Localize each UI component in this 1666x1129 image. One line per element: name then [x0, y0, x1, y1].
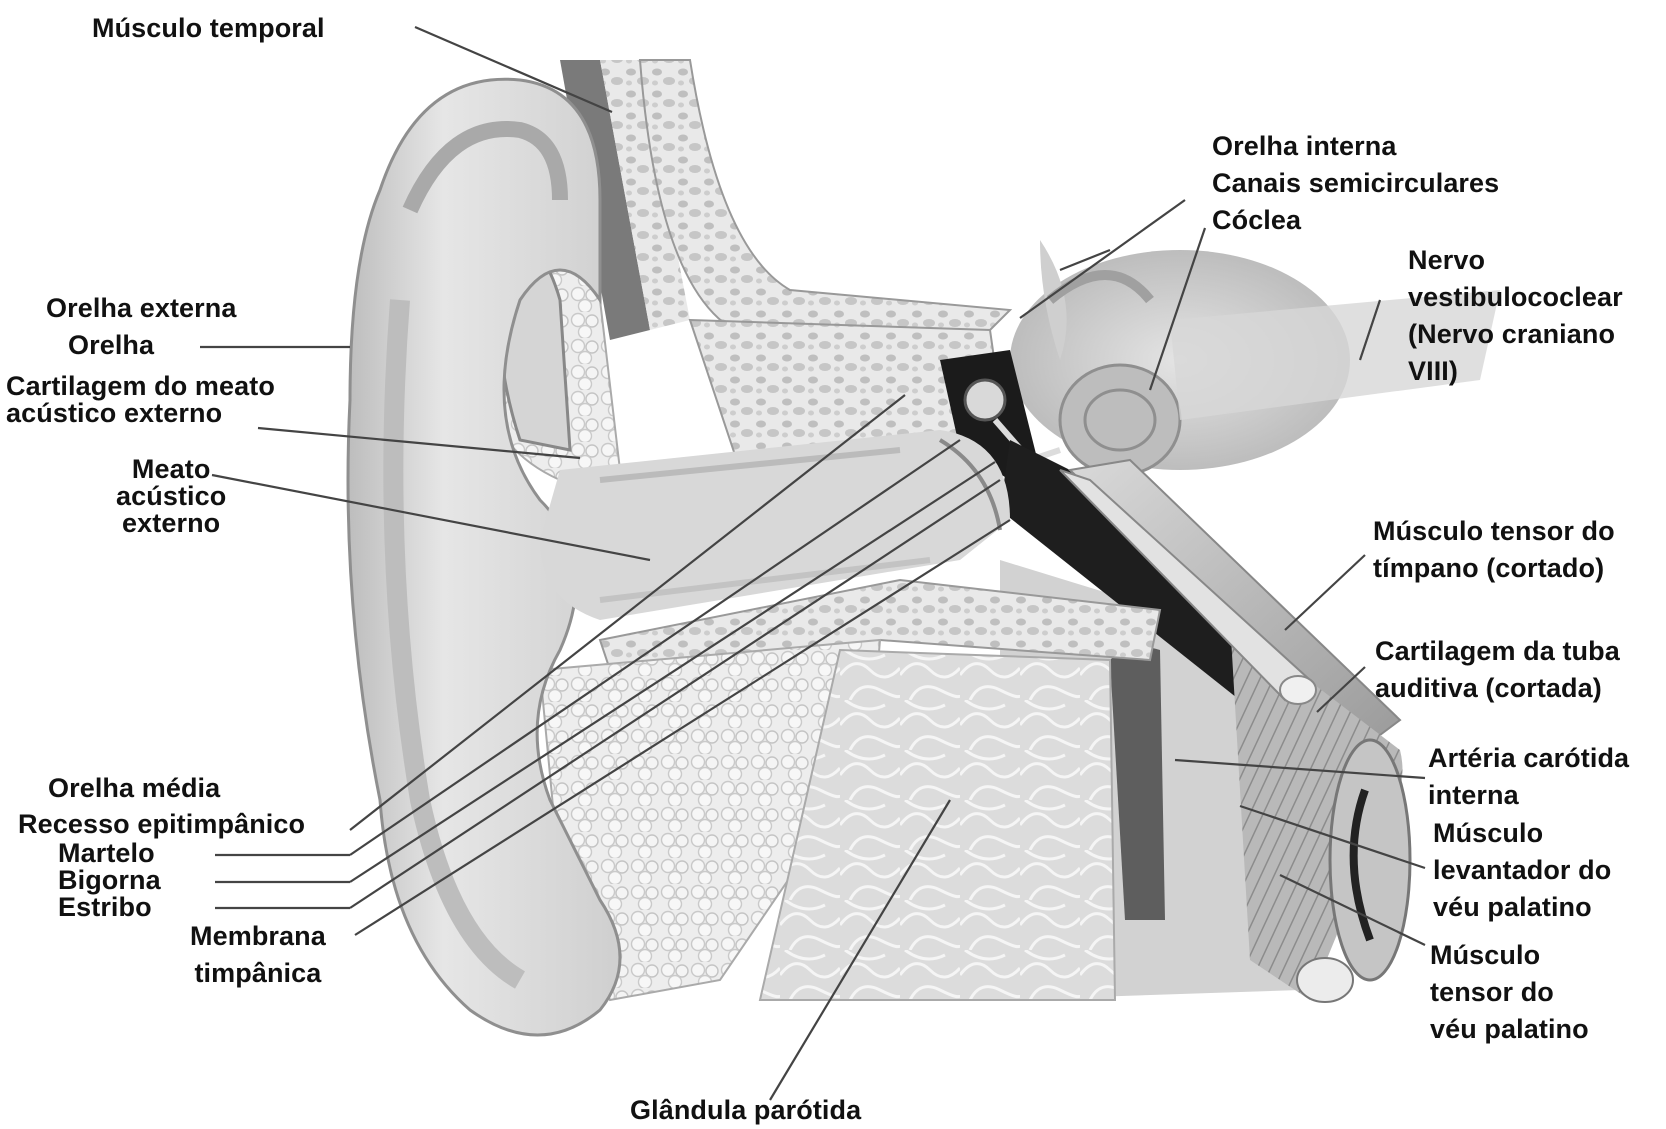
label-canais-semicirculares: Canais semicirculares: [1212, 168, 1500, 198]
label-bigorna: Bigorna: [58, 865, 161, 895]
label-recesso-epitimpanico: Recesso epitimpânico: [18, 809, 306, 839]
label-martelo: Martelo: [58, 838, 155, 868]
label-tensor-timpano: Músculo tensor do tímpano (cortado): [1373, 516, 1615, 583]
label-coclea: Cóclea: [1212, 205, 1302, 235]
label-cartilagem-tuba: Cartilagem da tuba auditiva (cortada): [1375, 636, 1620, 703]
label-estribo: Estribo: [58, 892, 152, 922]
label-orelha-media: Orelha média: [48, 773, 221, 803]
label-meato-acustico: Meato acústico externo: [116, 454, 227, 538]
label-orelha-externa: Orelha externa: [46, 293, 237, 323]
label-membrana-timpanica: Membrana timpânica: [190, 921, 326, 988]
label-levantador-veu: Músculo levantador do véu palatino: [1433, 818, 1612, 922]
label-arteria-carotida: Artéria carótida interna: [1428, 743, 1630, 810]
label-orelha: Orelha: [68, 330, 155, 360]
label-tensor-veu: Músculo tensor do véu palatino: [1430, 940, 1589, 1044]
label-nervo-vestibulococlear: Nervo vestibulococlear (Nervo craniano V…: [1408, 245, 1623, 386]
leader-lines: [200, 25, 1426, 1101]
label-glandula-parotida: Glândula parótida: [630, 1095, 862, 1125]
label-orelha-interna: Orelha interna: [1212, 131, 1397, 161]
label-musculo-temporal: Músculo temporal: [92, 13, 325, 43]
label-cartilagem-meato: Cartilagem do meato acústico externo: [6, 371, 275, 428]
